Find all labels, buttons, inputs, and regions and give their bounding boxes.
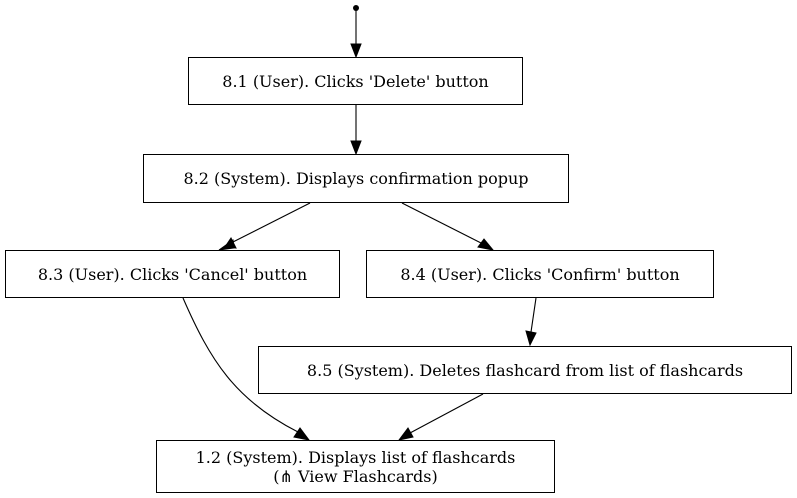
node-1-2-sublabel: (⋔ View Flashcards) — [273, 466, 438, 486]
node-8-4-click-confirm: 8.4 (User). Clicks 'Confirm' button — [366, 250, 714, 298]
node-1-2-list-flashcards: 1.2 (System). Displays list of flashcard… — [156, 440, 555, 493]
arrowhead-8-4-to-8-5 — [525, 330, 537, 347]
node-1-2-label: 1.2 (System). Displays list of flashcard… — [195, 447, 516, 467]
node-8-5-delete-flashcard: 8.5 (System). Deletes flashcard from lis… — [258, 346, 792, 394]
edge-8-3-to-1-2 — [182, 297, 299, 433]
arrowhead-8-1-to-8-2 — [350, 140, 362, 156]
arrowhead-8-2-to-8-3-tip — [218, 239, 235, 251]
edge-8-4-to-8-5 — [530, 297, 537, 333]
node-8-3-click-cancel: 8.3 (User). Clicks 'Cancel' button — [5, 250, 340, 298]
edge-8-2-to-8-3 — [228, 202, 311, 245]
edge-8-5-to-1-2 — [409, 393, 484, 434]
arrowhead-start-to-8-1 — [350, 43, 362, 59]
start-node-dot — [353, 5, 359, 11]
node-8-1-label: 8.1 (User). Clicks 'Delete' button — [222, 71, 489, 91]
node-8-5-label: 8.5 (System). Deletes flashcard from lis… — [306, 360, 744, 380]
arrowhead-8-2-to-8-4 — [477, 238, 495, 251]
edge-8-2-to-8-4 — [401, 202, 484, 245]
node-8-4-label: 8.4 (User). Clicks 'Confirm' button — [400, 264, 680, 284]
node-8-2-confirmation-popup: 8.2 (System). Displays confirmation popu… — [143, 154, 569, 203]
node-8-2-label: 8.2 (System). Displays confirmation popu… — [183, 169, 529, 188]
arrowhead-8-3-to-1-2 — [293, 427, 311, 441]
node-8-1-click-delete: 8.1 (User). Clicks 'Delete' button — [188, 57, 523, 105]
node-8-3-label: 8.3 (User). Clicks 'Cancel' button — [37, 264, 308, 284]
arrowhead-8-5-to-1-2 — [397, 427, 414, 441]
